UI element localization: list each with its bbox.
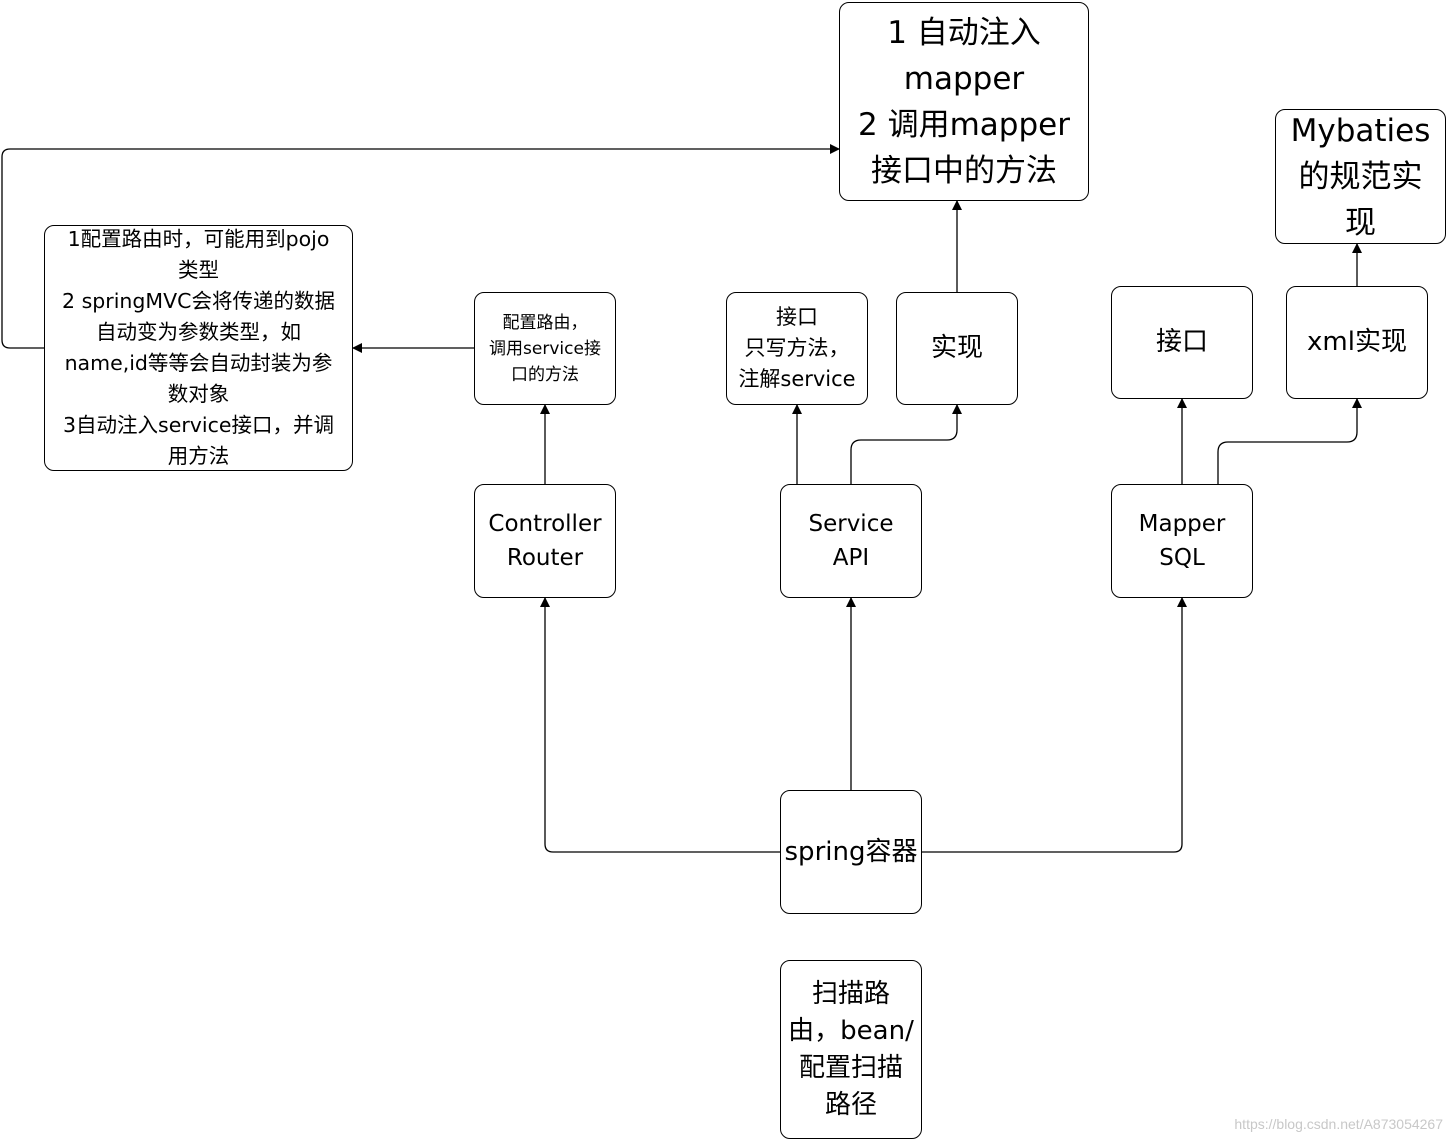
service-interface-node: 接口 只写方法， 注解service [726,292,868,405]
controller-router-node: Controller Router [474,484,616,598]
service-api-node: Service API [780,484,922,598]
controller-router-label: Controller Router [488,511,602,571]
scan-config-node: 扫描路 由，bean/ 配置扫描 路径 [780,960,922,1139]
controller-note-label: 配置路由， 调用service接 口的方法 [489,312,601,385]
mapper-interface-node: 接口 [1111,286,1253,399]
edge-spring-to-mapper [921,597,1187,853]
pojo-note-label: 1配置路由时，可能用到pojo 类型 2 springMVC会将传递的数据 自动… [62,227,335,468]
mapper-xml-node: xml实现 [1286,286,1428,399]
scan-config-label: 扫描路 由，bean/ 配置扫描 路径 [788,978,914,1120]
controller-note-node: 配置路由， 调用service接 口的方法 [474,292,616,405]
pojo-note-node: 1配置路由时，可能用到pojo 类型 2 springMVC会将传递的数据 自动… [44,225,353,471]
edge-mapper-to-xml [1217,398,1362,484]
mybatis-note-node: Mybaties 的规范实 现 [1275,109,1446,244]
impl-note-node: 1 自动注入 mapper 2 调用mapper 接口中的方法 [839,2,1089,201]
impl-note-label: 1 自动注入 mapper 2 调用mapper 接口中的方法 [858,14,1070,189]
mapper-xml-label: xml实现 [1307,327,1407,357]
watermark-text: https://blog.csdn.net/A873054267 [1234,1116,1443,1132]
spring-container-node: spring容器 [780,790,922,914]
service-api-label: Service API [808,511,894,571]
spring-container-label: spring容器 [784,836,918,867]
edge-service-to-impl [850,404,962,484]
edge-pojo-note-to-impl-note [1,144,840,349]
mybatis-note-label: Mybaties 的规范实 现 [1290,112,1431,241]
mapper-sql-label: Mapper SQL [1138,511,1226,571]
service-impl-label: 实现 [930,333,983,363]
edge-spring-to-controller [540,597,780,853]
service-interface-label: 接口 只写方法， 注解service [738,305,856,391]
service-impl-node: 实现 [896,292,1018,405]
mapper-sql-node: Mapper SQL [1111,484,1253,598]
mapper-interface-label: 接口 [1155,327,1208,357]
